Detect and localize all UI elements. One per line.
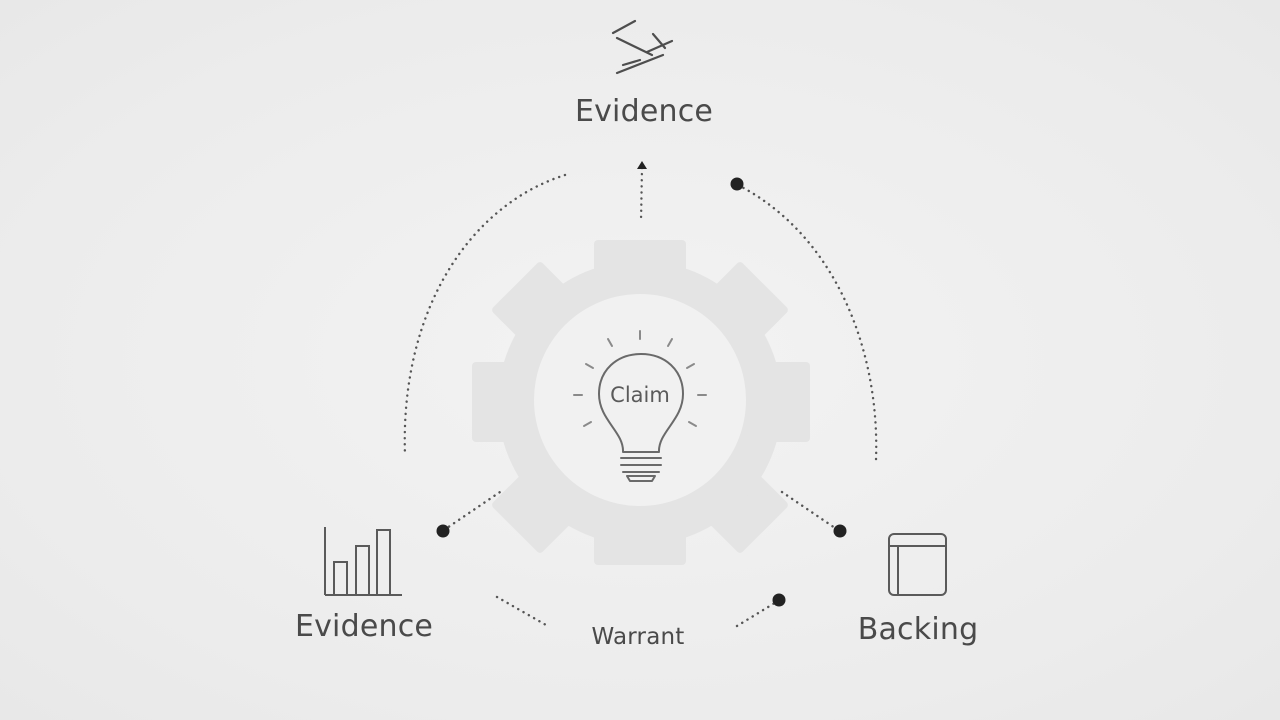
bar-chart-icon [324,527,402,596]
lightbulb-icon [598,353,684,482]
connector-right-arc [736,183,878,462]
dot-bottom-right [772,593,786,607]
connector-top-vertical [639,166,644,224]
label-right-backing: Backing [857,612,979,647]
label-left-evidence: Evidence [294,609,434,644]
arrow-up-top [637,161,647,169]
dot-right [833,524,847,538]
connector-left-spoke [442,490,502,532]
connector-right-spoke [780,490,840,532]
label-bottom-warrant: Warrant [591,624,685,650]
connector-bottom-left [495,595,548,627]
book-icon [888,533,947,596]
scale-balance-icon [611,19,674,75]
connector-endpoints [436,161,847,607]
dotted-connectors [403,166,878,628]
dot-left [436,524,450,538]
label-top-evidence: Evidence [574,94,714,129]
connector-bottom-right [735,599,780,628]
gear-icon [472,240,810,565]
light-rays [573,330,707,427]
dot-top-right [730,177,744,191]
label-center-claim: Claim [610,383,670,407]
